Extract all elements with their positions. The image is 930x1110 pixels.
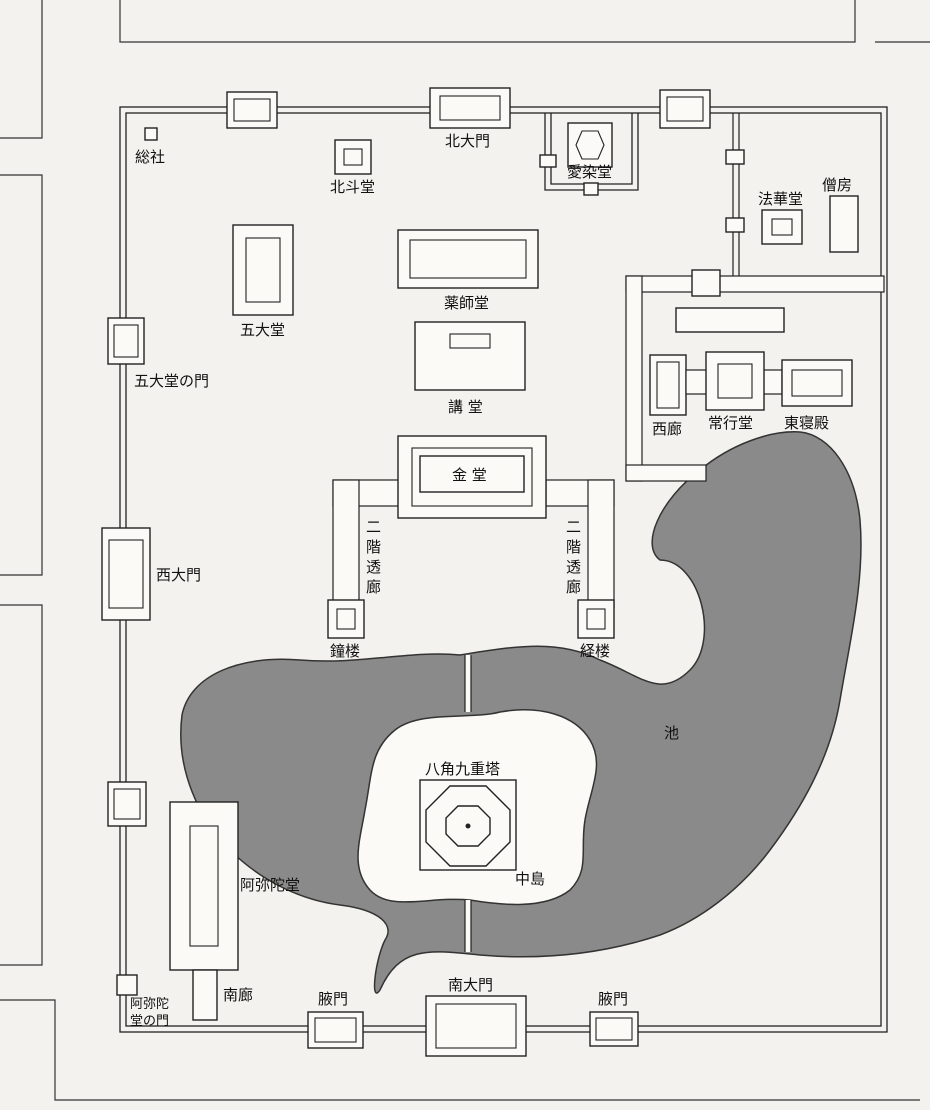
label-nikai-left-4: 廊: [366, 578, 381, 596]
gate-northeast: [659, 89, 711, 129]
label-amida-gate-2: 堂の門: [130, 1014, 169, 1029]
amida-gate: [116, 974, 138, 996]
higashi-shinden: [781, 359, 853, 407]
amida-hall: [169, 801, 239, 971]
label-nikai-left-1: 二: [366, 518, 381, 536]
bridge-south: [464, 900, 472, 952]
label-soubou: 僧房: [822, 176, 852, 194]
side-gate-left: [307, 1011, 364, 1049]
label-side-gate-right: 腋門: [598, 990, 628, 1008]
label-pagoda: 八角九重塔: [425, 760, 500, 778]
south-gate: [425, 995, 527, 1057]
label-south-gate: 南大門: [448, 976, 493, 994]
label-aizen: 愛染堂: [567, 163, 612, 181]
label-kyourou: 経楼: [580, 642, 610, 660]
godai-hall: [232, 224, 294, 316]
kondo-corridor-right: [545, 479, 615, 609]
soubou: [829, 195, 859, 253]
label-godai-gate: 五大堂の門: [134, 372, 209, 390]
side-gate-right: [589, 1011, 639, 1047]
label-nakajima: 中島: [515, 870, 545, 888]
label-nishiro: 西廊: [652, 420, 682, 438]
pagoda: [419, 779, 517, 871]
aizen-hall: [567, 122, 613, 168]
label-nikai-left-2: 階: [366, 538, 381, 556]
aizen-enclosure: [539, 113, 639, 196]
nanrou: [192, 969, 218, 1021]
shourou: [327, 599, 365, 639]
label-nikai-right-3: 透: [566, 558, 581, 576]
north-gate: [429, 87, 511, 129]
label-nanrou: 南廊: [223, 986, 253, 1004]
label-nikai-right-4: 廊: [566, 578, 581, 596]
label-godai: 五大堂: [240, 321, 285, 339]
kodo-hall: [414, 321, 526, 391]
label-souja: 総社: [135, 148, 165, 166]
godai-gate: [107, 317, 145, 365]
label-shourou: 鐘楼: [330, 642, 360, 660]
label-yakushi: 薬師堂: [444, 294, 489, 312]
label-pond: 池: [664, 724, 679, 742]
label-amida-gate-1: 阿弥陀: [130, 996, 169, 1012]
label-higashi-shinden: 東寝殿: [784, 414, 829, 432]
gate-northwest: [226, 91, 278, 129]
yakushi-hall: [397, 229, 539, 289]
label-amida: 阿弥陀堂: [240, 876, 300, 894]
label-nikai-right-2: 階: [566, 538, 581, 556]
label-kondou: 金 堂: [452, 466, 487, 484]
label-jougyou: 常行堂: [708, 414, 753, 432]
label-hokke: 法華堂: [758, 190, 803, 208]
label-north-gate: 北大門: [445, 132, 490, 150]
gate-west-south: [107, 781, 147, 827]
hokke-hall: [761, 209, 803, 245]
souja-shrine: [144, 127, 158, 141]
kondo-corridor-left: [332, 479, 402, 609]
jougyou-hall: [685, 351, 783, 411]
label-nikai-right-1: 二: [566, 518, 581, 536]
kyourou: [577, 599, 615, 639]
hokuto-hall: [334, 139, 372, 175]
label-koudou: 講 堂: [448, 398, 483, 416]
east-corridor: [625, 113, 885, 482]
kondo-hall: [397, 435, 547, 519]
bridge-north: [464, 655, 472, 712]
label-side-gate-left: 腋門: [318, 990, 348, 1008]
label-hokuto: 北斗堂: [330, 178, 375, 196]
long-building-east: [675, 307, 785, 333]
west-gate: [101, 527, 151, 621]
label-nikai-left-3: 透: [366, 558, 381, 576]
label-west-gate: 西大門: [156, 566, 201, 584]
nishiro: [649, 354, 687, 416]
